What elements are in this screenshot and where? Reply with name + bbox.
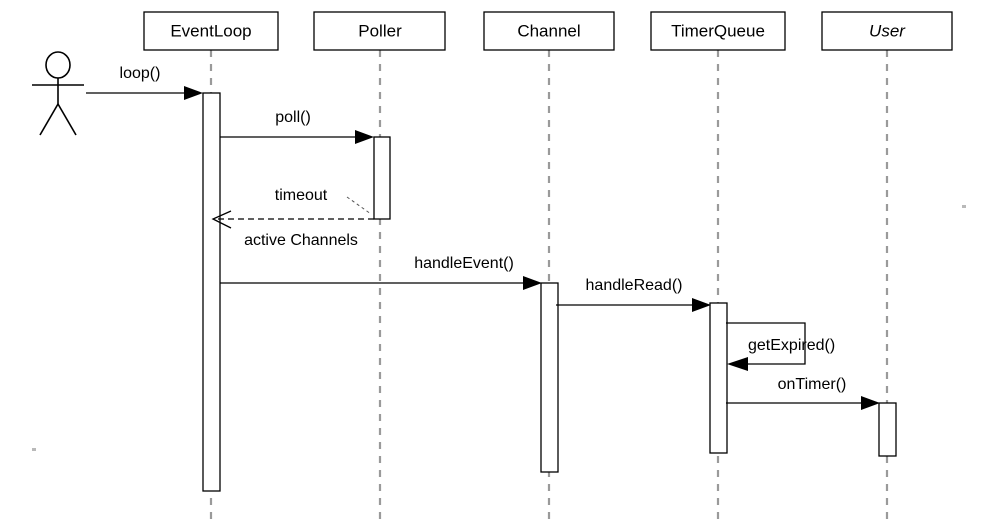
message-label-loop: loop() (120, 65, 161, 82)
arrowhead-timeout-return (211, 210, 232, 229)
message-label-poll: poll() (275, 109, 311, 126)
message-label-active-channels: active Channels (244, 232, 358, 249)
actor-head-icon (45, 51, 71, 79)
participant-label-channel: Channel (517, 21, 580, 40)
participant-box-eventloop (143, 11, 279, 51)
message-label-timeout: timeout (275, 187, 328, 204)
activation-eventloop (202, 92, 221, 492)
participant-user[interactable]: User (821, 11, 953, 51)
message-getexpired[interactable]: getExpired() (726, 322, 835, 371)
message-label-handleread: handleRead() (586, 277, 683, 294)
actor-left-leg-line (39, 103, 59, 136)
participant-box-user (821, 11, 953, 51)
participant-label-timerqueue: TimerQueue (671, 21, 765, 40)
message-poll[interactable]: poll() (220, 109, 374, 144)
participant-eventloop[interactable]: EventLoop (143, 11, 279, 51)
arrowhead-ontimer (861, 396, 880, 410)
participant-label-user: User (869, 21, 906, 40)
message-line-getexpired (726, 322, 806, 365)
participant-box-channel (483, 11, 615, 51)
message-timeout-return[interactable]: timeout active Channels (211, 187, 374, 249)
arrowhead-poll (355, 130, 374, 144)
participant-box-timerqueue (650, 11, 786, 51)
participant-channel[interactable]: Channel (483, 11, 615, 51)
leader-line-timeout (346, 196, 372, 215)
message-handleevent[interactable]: handleEvent() (220, 255, 542, 290)
scan-speck (32, 448, 36, 451)
actor-right-leg-line (57, 103, 77, 136)
message-ontimer[interactable]: onTimer() (726, 376, 880, 410)
participant-timerqueue[interactable]: TimerQueue (650, 11, 786, 51)
arrowhead-handleevent (523, 276, 542, 290)
scan-speck (962, 205, 966, 208)
activation-channel (540, 282, 559, 473)
participant-poller[interactable]: Poller (313, 11, 446, 51)
message-loop[interactable]: loop() (86, 65, 203, 100)
participant-label-eventloop: EventLoop (170, 21, 251, 40)
participant-label-poller: Poller (358, 21, 402, 40)
actor-figure[interactable] (32, 51, 84, 136)
message-handleread[interactable]: handleRead() (556, 277, 711, 312)
message-label-ontimer: onTimer() (778, 376, 847, 393)
participant-box-poller (313, 11, 446, 51)
activation-user (878, 402, 897, 457)
activation-timerqueue (709, 302, 728, 454)
message-label-handleevent: handleEvent() (414, 255, 514, 272)
message-label-getexpired: getExpired() (748, 337, 835, 354)
activation-poller (373, 136, 391, 220)
arrowhead-handleread (692, 298, 711, 312)
arrowhead-getexpired (727, 357, 748, 371)
arrowhead-loop (184, 86, 203, 100)
